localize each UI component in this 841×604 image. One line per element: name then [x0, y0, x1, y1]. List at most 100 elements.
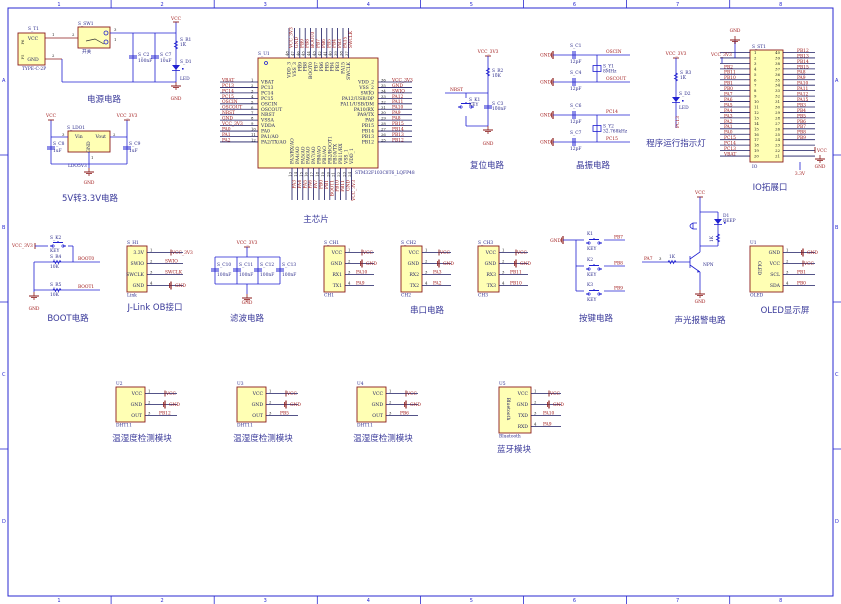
mcu-net-label: BOOT1 [330, 180, 335, 196]
typec-connector [17, 32, 46, 66]
ref-key: K1 [587, 232, 593, 237]
header-pin-num: 31 [775, 99, 780, 104]
module-net-label: PA9 [356, 282, 365, 287]
col-marker-bottom: 3 [264, 598, 267, 604]
block-title-ldo: 5V转3.3V电路 [62, 193, 119, 204]
module-pin-name: TXD [518, 413, 528, 419]
switch-lever-icon [85, 38, 105, 45]
mcu-net-label: PA0 [222, 127, 231, 132]
mcu-net-label: PA2 [222, 138, 231, 143]
net-key: PB7 [614, 236, 623, 241]
value-key: KEY [587, 273, 596, 278]
mcu-pin-name: PB2/BOOT1 [327, 136, 333, 164]
mcu-pin-name: VDDA [260, 123, 276, 129]
ref-cap: S_C11 [239, 263, 253, 268]
header-pin-num: 7 [754, 83, 757, 88]
mcu-pin-num: 24 [347, 171, 352, 176]
value-c2: 100nF [138, 59, 152, 64]
mcu-pin-num: 1 [251, 78, 253, 83]
bluetooth-inner-label: Bluetooth [505, 398, 511, 421]
crystal-icon [592, 65, 602, 72]
ref-d1: S_D1 [180, 60, 192, 65]
header-pin-num: 10 [754, 99, 759, 104]
mcu-net-label: PB5 [327, 39, 332, 48]
mcu-pin-num: 19 [320, 171, 325, 176]
value-c8: 1uF [53, 149, 62, 154]
mcu-net-label: VBAT [221, 78, 234, 83]
led-icon [672, 97, 680, 102]
mcu-net-label: PB8 [306, 39, 311, 48]
io-net-label: VBAT [723, 152, 736, 157]
ref-key: K2 [587, 258, 593, 263]
col-marker-bottom: 1 [57, 598, 60, 604]
module-pin-name: VCC [769, 261, 781, 267]
mcu-net-label: PB1 [325, 180, 330, 189]
mcu-net-label: PB6 [322, 39, 327, 48]
header-pin-num: 37 [775, 66, 780, 71]
net-gnd: GND [171, 97, 182, 102]
mcu-pin-num: 14 [293, 171, 298, 176]
header-pin-num: 36 [775, 72, 780, 77]
module-pin-num: 1 [148, 389, 150, 394]
block-title-crystal: 晶振电路 [576, 160, 611, 171]
net-boot1: BOOT1 [78, 285, 94, 290]
mcu-pin-name: PA7/AO [311, 146, 317, 164]
mcu-pin-name: PC15 [261, 96, 274, 102]
value-c3: 100nF [492, 107, 506, 112]
part-module: DHT11 [357, 424, 373, 429]
contact-icon [597, 267, 601, 271]
module-pin-num: 1 [425, 248, 427, 253]
mcu-pin-name: VDD_3 [287, 62, 293, 79]
mcu-pin-num: 43 [312, 51, 317, 56]
mcu-pin-num: 11 [251, 132, 256, 137]
value-cap: 12pF [570, 87, 581, 92]
header-pin-num: 20 [754, 154, 759, 159]
part-module: CH3 [478, 294, 488, 299]
module-net-label: PB1 [797, 271, 806, 276]
part-ldo: LDO5V3 [68, 164, 87, 169]
header-pin-num: 9 [754, 94, 757, 99]
net-vcc: VCC [694, 191, 706, 196]
mcu-net-label: GND [222, 117, 233, 122]
ref-r3: S_R3 [680, 71, 692, 76]
header-pin-num: 4 [754, 66, 757, 71]
mcu-pin-name: PB4 [330, 62, 336, 71]
module-pin-name: GND [131, 402, 143, 408]
mcu-net-label: VCC_3V3 [290, 27, 295, 49]
net-gnd: GND [695, 300, 706, 305]
col-marker-bottom: 7 [676, 598, 679, 604]
ground-icon [29, 295, 39, 300]
module-pin-num: 2 [150, 259, 153, 264]
header-pin-num: 8 [754, 88, 757, 93]
module-pin-num: 4 [425, 281, 428, 286]
io-net-label: PA12 [797, 93, 809, 98]
module-pin-num: 2 [269, 400, 272, 405]
dht-1-module [236, 386, 267, 423]
header-pin-num: 29 [775, 110, 780, 115]
net-vcc3v3: VCC_3V3 [665, 52, 687, 57]
module-net-label: GND [169, 403, 180, 408]
module-pin-name: VCC [408, 250, 420, 256]
module-net-label: GND [553, 403, 564, 408]
mcu-net-label: SWCLK [349, 30, 354, 48]
pin-num: 3 [659, 256, 662, 261]
module-pin-num: 2 [502, 259, 505, 264]
net-vcc: VCC [816, 149, 828, 154]
module-pin-name: SDA [770, 283, 781, 289]
block-title-power: 电源电路 [87, 94, 122, 105]
value-cap: 100nF [260, 273, 274, 278]
contact-icon [597, 292, 601, 296]
contact-icon [587, 292, 591, 296]
part-mcu: STM32F103C8T6_LQFP48 [355, 171, 415, 176]
mcu-net-label: PB14 [392, 127, 404, 132]
net-label: OSCOUT [606, 77, 626, 82]
contact-icon [597, 241, 601, 245]
net-vcc: VCC [45, 114, 57, 119]
value-r: 1K [710, 235, 715, 242]
module-pin-num: 3 [425, 270, 428, 275]
ref-module: U5 [499, 382, 506, 387]
mcu-net-label: OSCOUT [222, 106, 242, 111]
module-pin-num: 2 [534, 400, 537, 405]
net-gnd: GND [540, 54, 551, 59]
resistor-icon [667, 259, 677, 265]
